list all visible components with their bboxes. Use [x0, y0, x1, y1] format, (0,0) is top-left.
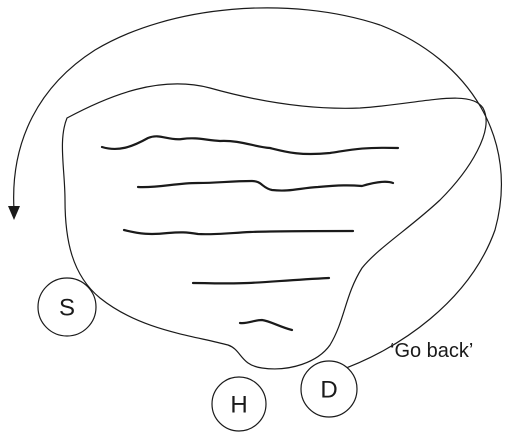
node-h-label: H: [230, 392, 247, 419]
node-h-circle: [211, 376, 267, 432]
node-s-circle: [37, 277, 97, 337]
wavy-line-2: [136, 179, 395, 192]
wavy-line-5: [238, 318, 294, 332]
bucket-outline: [61, 83, 487, 370]
wavy-line-3: [122, 228, 355, 236]
wavy-line-1: [100, 135, 400, 156]
node-d-label: D: [320, 377, 337, 404]
return-loop-arrowhead: [8, 206, 20, 220]
go-back-annotation: ‘Go back’: [390, 340, 473, 362]
node-d-circle: [300, 360, 358, 418]
return-loop-arrow: [13, 7, 503, 373]
wavy-line-4: [191, 276, 331, 285]
node-s-label: S: [59, 295, 75, 322]
